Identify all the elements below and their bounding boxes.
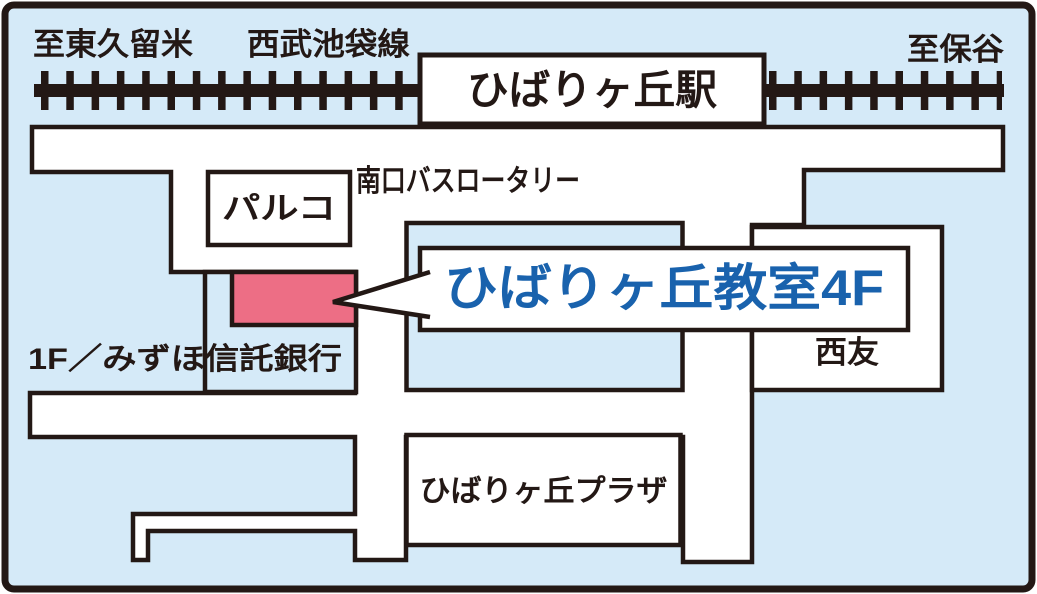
- classroom-callout-pointer: [332, 269, 431, 320]
- plaza-box: [404, 432, 683, 548]
- direction-left-label: 至東久留米: [33, 27, 193, 62]
- station-box: [417, 52, 767, 127]
- railway-line-name-label: 西武池袋線: [247, 27, 410, 62]
- parco-label: パルコ: [222, 191, 336, 226]
- classroom-building-highlight: [229, 269, 359, 328]
- direction-right-label: 至保谷: [907, 32, 1004, 67]
- seiyu-label: 西友: [815, 335, 879, 370]
- classroom-callout: ひばりヶ丘教室4F: [332, 245, 911, 333]
- bank-label: 1F／みずほ信託銀行: [28, 342, 342, 376]
- plaza-label: ひばりヶ丘プラザ: [420, 475, 668, 508]
- classroom-callout-box: [417, 245, 911, 333]
- station-label: ひばりヶ丘駅: [467, 67, 717, 113]
- parco-box: [205, 169, 353, 248]
- bus-rotary-label: 南口バスロータリー: [356, 165, 580, 198]
- classroom-label: ひばりヶ丘教室4F: [444, 260, 884, 316]
